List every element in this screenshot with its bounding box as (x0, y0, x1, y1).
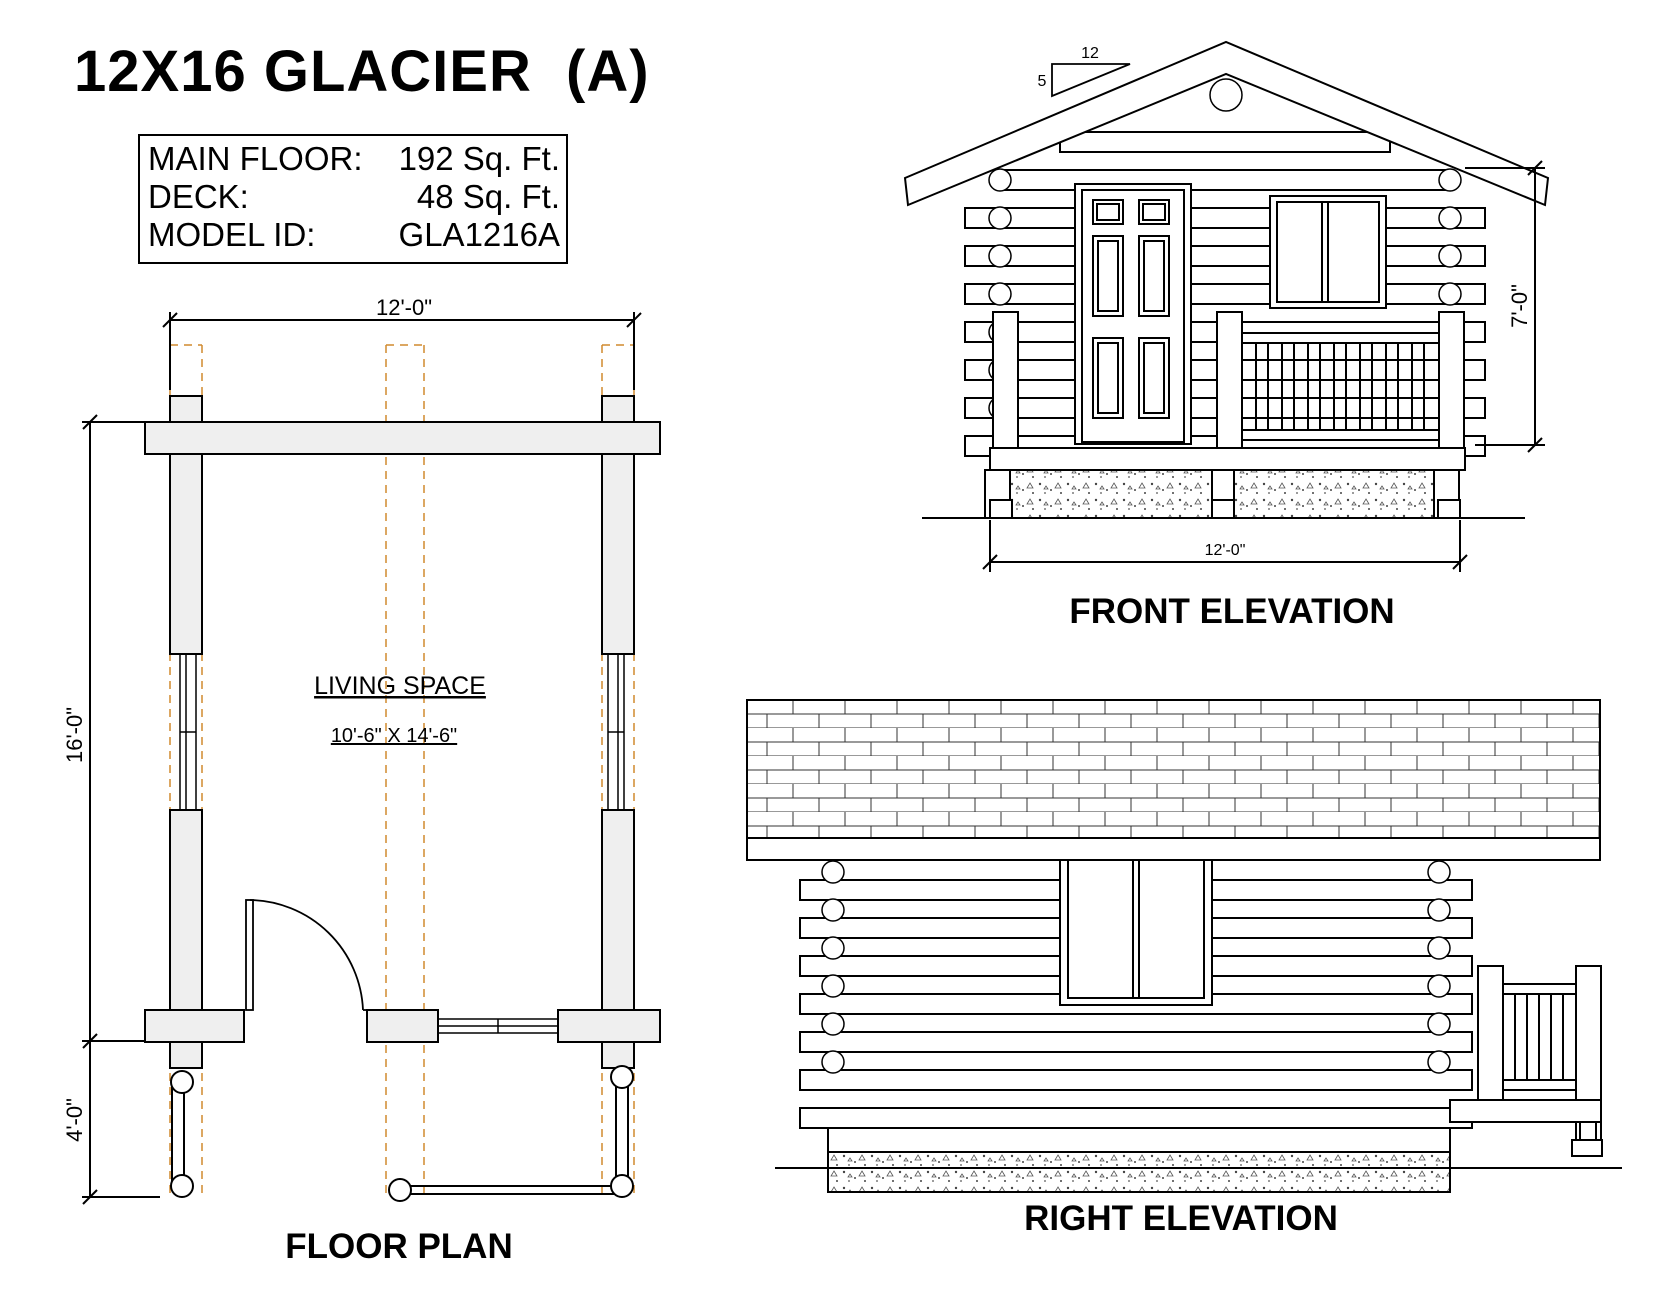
info-box: MAIN FLOOR: 192 Sq. Ft. DECK: 48 Sq. Ft.… (138, 134, 568, 264)
floor-plan-heading: FLOOR PLAN (285, 1227, 512, 1266)
info-label: MODEL ID: (148, 216, 316, 253)
floor-plan (82, 312, 661, 1205)
front-window (1269, 195, 1387, 309)
right-log-courses (799, 879, 1473, 1129)
length-dimension-label: 16'-0" (62, 707, 87, 763)
front-roof (903, 40, 1550, 207)
front-window-plan (437, 1018, 559, 1034)
front-height-label: 7'-0" (1507, 284, 1532, 328)
front-foundation (922, 447, 1525, 519)
walls (144, 395, 661, 1069)
deck (170, 1065, 634, 1202)
front-door (1074, 183, 1192, 445)
front-deck-railing (992, 311, 1465, 449)
beam-guides (169, 344, 635, 1195)
info-row-model-id: MODEL ID: GLA1216A (148, 216, 560, 254)
length-dimension (82, 414, 160, 1205)
front-height-dimension (1465, 160, 1545, 453)
plan-title: 12X16 GLACIER (A) (74, 39, 650, 104)
width-dimension-label: 12'-0" (376, 295, 432, 320)
front-elevation (903, 40, 1550, 572)
info-value: 48 Sq. Ft. (416, 178, 560, 215)
front-width-label: 12'-0" (1205, 542, 1246, 559)
pitch-rise-label: 5 (1038, 73, 1047, 90)
info-row-deck: DECK: 48 Sq. Ft. (148, 178, 560, 216)
right-elevation (746, 699, 1622, 1193)
right-log-ends (821, 860, 1451, 1074)
door-swing (245, 899, 367, 1011)
deck-dimension-label: 4'-0" (62, 1098, 87, 1142)
right-elevation-heading: RIGHT ELEVATION (1024, 1199, 1338, 1238)
front-elevation-heading: FRONT ELEVATION (1069, 592, 1394, 631)
width-dimension (162, 312, 642, 390)
right-deck-railing (1449, 965, 1603, 1157)
pitch-symbol (1051, 63, 1131, 98)
room-name: LIVING SPACE (314, 672, 486, 700)
pitch-run-label: 12 (1081, 45, 1099, 62)
info-label: DECK: (148, 178, 249, 215)
side-window-left (179, 653, 197, 811)
right-window (1059, 859, 1213, 1006)
info-value: 192 Sq. Ft. (398, 140, 560, 177)
info-row-main-floor: MAIN FLOOR: 192 Sq. Ft. (148, 140, 560, 178)
right-roof (746, 699, 1601, 861)
info-label: MAIN FLOOR: (148, 140, 363, 177)
right-foundation (775, 1127, 1622, 1193)
side-window-right (607, 653, 625, 811)
front-width-dimension (982, 520, 1468, 572)
info-value: GLA1216A (398, 216, 560, 253)
room-size: 10'-6" X 14'-6" (331, 725, 457, 747)
